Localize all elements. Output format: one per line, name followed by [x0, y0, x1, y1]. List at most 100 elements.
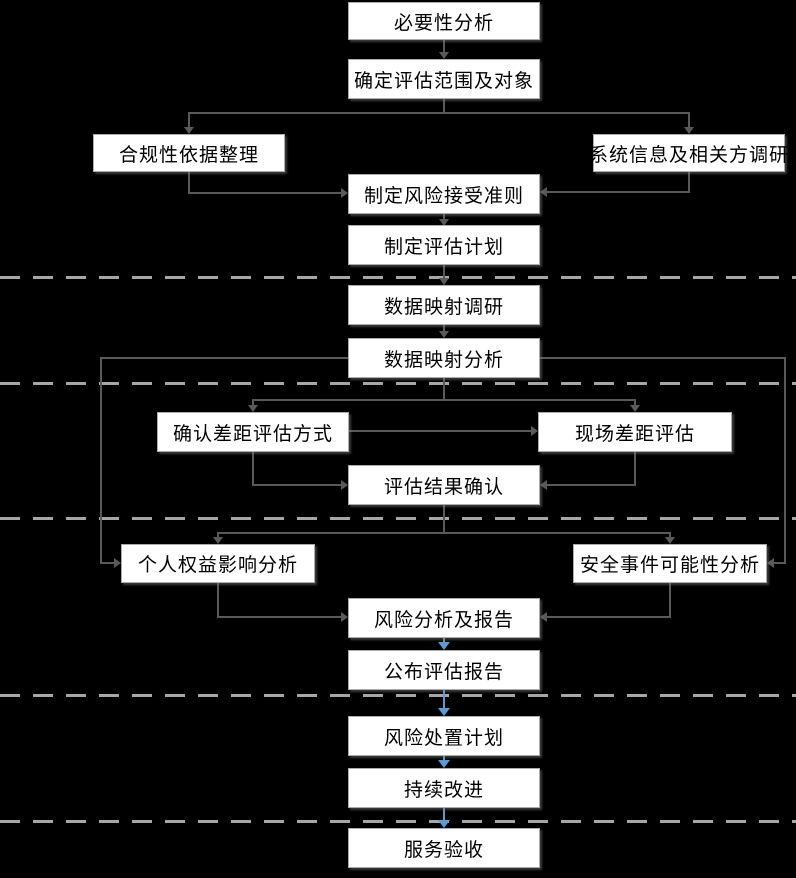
connector-line	[101, 357, 348, 359]
connector-line	[540, 357, 786, 359]
connector-line	[443, 38, 445, 52]
arrowhead-right-icon	[341, 480, 348, 490]
node-mapping-analysis: 数据映射分析	[348, 338, 540, 378]
connector-line	[443, 505, 445, 534]
connector-line	[547, 484, 636, 486]
node-gap-method: 确认差距评估方式	[157, 412, 349, 452]
blue-arrowhead-down-icon	[438, 708, 450, 716]
node-improvement: 持续改进	[348, 768, 540, 808]
connector-line	[688, 112, 690, 127]
connector-line	[100, 357, 102, 564]
node-risk-criteria: 制定风险接受准则	[348, 174, 540, 214]
node-label: 公布评估报告	[383, 660, 504, 683]
node-compliance: 合规性依据整理	[93, 134, 285, 172]
arrowhead-left-icon	[767, 558, 774, 568]
connector-line	[100, 562, 114, 564]
arrowhead-down-icon	[439, 278, 449, 285]
node-label: 制定评估计划	[383, 235, 504, 258]
node-label: 制定风险接受准则	[363, 184, 524, 207]
connector-line	[774, 562, 785, 564]
connector-line	[217, 532, 219, 538]
node-result-confirm: 评估结果确认	[348, 465, 540, 505]
node-label: 系统信息及相关方调研	[589, 143, 790, 166]
connector-line	[217, 616, 341, 618]
blue-arrowhead-down-icon	[438, 642, 450, 650]
connector-line	[188, 172, 190, 193]
blue-arrowhead-down-icon	[438, 760, 450, 768]
connector-line	[252, 484, 341, 486]
node-label: 合规性依据整理	[118, 143, 259, 166]
connector-line	[634, 399, 636, 406]
arrowhead-down-icon	[630, 405, 640, 412]
blue-connector-line	[443, 808, 445, 821]
node-label: 现场差距评估	[574, 422, 695, 445]
connector-line	[784, 357, 786, 564]
node-label: 风险处置计划	[383, 726, 504, 749]
arrowhead-right-icon	[114, 558, 121, 568]
node-label: 数据映射调研	[383, 295, 504, 318]
arrowhead-left-icon	[540, 480, 547, 490]
blue-arrowhead-down-icon	[438, 820, 450, 828]
blue-connector-line	[443, 690, 445, 709]
node-label: 服务验收	[403, 838, 484, 861]
node-acceptance: 服务验收	[348, 828, 540, 868]
connector-line	[669, 583, 671, 617]
phase-divider-5	[0, 820, 796, 823]
node-label: 必要性分析	[393, 11, 494, 34]
connector-line	[443, 99, 445, 112]
node-incident-likelihood: 安全事件可能性分析	[573, 544, 767, 583]
connector-line	[252, 399, 636, 401]
connector-line	[688, 172, 690, 192]
arrowhead-down-icon	[439, 52, 449, 59]
connector-line	[634, 452, 636, 485]
phase-divider-1	[0, 276, 796, 279]
connector-line	[217, 532, 671, 534]
connector-line	[669, 532, 671, 538]
arrowhead-down-icon	[439, 219, 449, 226]
connector-line	[349, 430, 531, 432]
connector-line	[547, 616, 671, 618]
arrowhead-down-icon	[248, 405, 258, 412]
connector-line	[188, 112, 690, 114]
node-label: 评估结果确认	[383, 475, 504, 498]
arrowhead-down-icon	[665, 537, 675, 544]
connector-line	[217, 583, 219, 617]
node-label: 持续改进	[403, 778, 484, 801]
node-treatment-plan: 风险处置计划	[348, 716, 540, 756]
node-plan: 制定评估计划	[348, 225, 540, 265]
blue-connector-line	[443, 756, 445, 761]
connector-line	[252, 452, 254, 485]
node-label: 数据映射分析	[383, 348, 504, 371]
connector-line	[188, 112, 190, 127]
node-risk-report: 风险分析及报告	[348, 598, 540, 638]
arrowhead-left-icon	[540, 187, 547, 197]
arrowhead-down-icon	[184, 127, 194, 134]
node-necessity: 必要性分析	[348, 2, 540, 40]
node-label: 风险分析及报告	[373, 608, 514, 631]
arrowhead-right-icon	[341, 612, 348, 622]
node-scope: 确定评估范围及对象	[348, 59, 540, 99]
arrowhead-down-icon	[439, 331, 449, 338]
connector-line	[443, 265, 445, 279]
connector-line	[547, 191, 690, 193]
node-label: 安全事件可能性分析	[579, 554, 760, 576]
node-mapping-survey: 数据映射调研	[348, 285, 540, 325]
arrowhead-down-icon	[684, 127, 694, 134]
connector-line	[443, 214, 445, 220]
phase-divider-2	[0, 382, 796, 385]
arrowhead-down-icon	[213, 537, 223, 544]
arrowhead-right-icon	[531, 426, 538, 436]
node-publish-report: 公布评估报告	[348, 650, 540, 690]
connector-line	[252, 399, 254, 406]
node-label: 个人权益影响分析	[137, 554, 298, 576]
connector-line	[443, 378, 445, 400]
connector-line	[443, 325, 445, 332]
node-label: 确定评估范围及对象	[353, 69, 534, 92]
node-onsite-gap: 现场差距评估	[538, 412, 732, 452]
arrowhead-left-icon	[540, 612, 547, 622]
node-sysinfo: 系统信息及相关方调研	[589, 134, 788, 172]
phase-divider-4	[0, 694, 796, 697]
phase-divider-3	[0, 517, 796, 520]
arrowhead-right-icon	[341, 188, 348, 198]
